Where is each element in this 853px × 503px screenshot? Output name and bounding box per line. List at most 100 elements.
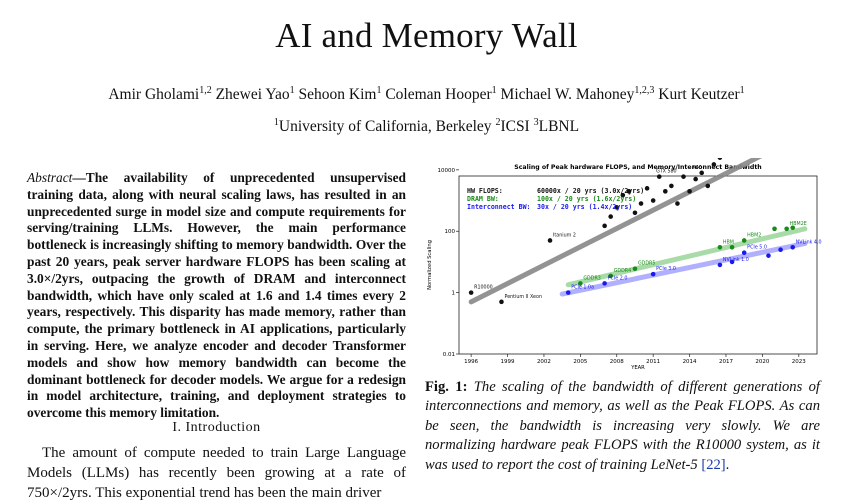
dram-bw-point-label: HBM2 — [747, 232, 761, 238]
x-tick-label: 1999 — [501, 359, 515, 365]
interconnect-bw-point — [717, 262, 723, 268]
figure-label: Fig. 1: — [425, 379, 468, 395]
affiliation-list: 1University of California, Berkeley 2ICS… — [0, 117, 853, 136]
hw-flops-point — [620, 192, 626, 198]
dram-bw-point-label: HBM — [723, 239, 734, 245]
dram-bw-point — [784, 226, 789, 232]
legend-label: HW FLOPS: — [467, 187, 503, 195]
hw-flops-point — [705, 183, 711, 189]
dram-bw-point-label: GDDR3 — [583, 275, 601, 281]
interconnect-bw-point — [565, 290, 571, 295]
dram-bw-point-label: GDDR5 — [638, 261, 656, 267]
caption-text: The scaling of the bandwidth of differen… — [425, 379, 820, 473]
scaling-chart: Scaling of Peak hardware FLOPS, and Memo… — [427, 158, 822, 370]
x-tick-label: 2014 — [683, 359, 697, 365]
hw-flops-point — [656, 174, 662, 179]
legend-text: 30x / 20 yrs (1.4x/2yrs) — [537, 203, 632, 211]
hw-flops-point — [499, 299, 504, 305]
figure-caption: Fig. 1: The scaling of the bandwidth of … — [425, 378, 820, 475]
interconnect-bw-trend-line — [559, 240, 808, 297]
author-name: Coleman Hooper1 — [385, 85, 497, 104]
author-name: Zhewei Yao1 — [215, 85, 295, 104]
legend-label: Interconnect BW: — [467, 203, 531, 211]
y-tick-label: 100 — [445, 229, 456, 235]
abstract-dash: — — [72, 170, 86, 185]
author-name: Kurt Keutzer1 — [658, 85, 745, 104]
interconnect-bw-point-label: NVLink 4.0 — [796, 239, 822, 245]
y-tick-label: 1 — [452, 291, 456, 297]
hw-flops-point — [614, 205, 620, 210]
interconnect-bw-point — [790, 244, 796, 250]
hw-flops-point — [699, 170, 705, 176]
x-tick-label: 2008 — [610, 359, 624, 365]
hw-flops-point — [638, 201, 644, 206]
hw-flops-trend-line — [468, 158, 763, 305]
abstract-label: Abstract — [27, 170, 73, 185]
affiliation: 3LBNL — [533, 117, 580, 136]
interconnect-bw-point — [766, 253, 771, 258]
author-affiliation-mark: 1,2,3 — [634, 85, 655, 96]
hw-flops-point — [632, 210, 638, 216]
interconnect-bw-point-label: PCIe 3.0 — [656, 266, 676, 272]
hw-flops-point — [547, 238, 553, 243]
interconnect-bw-point-label: PCIe 5.0 — [747, 245, 767, 251]
hw-flops-point — [669, 183, 674, 189]
dram-bw-point-label: HBM2E — [790, 221, 807, 227]
hw-flops-point — [675, 201, 680, 206]
x-tick-label: 2020 — [755, 359, 769, 365]
author-affiliation-mark: 1,2 — [199, 85, 212, 96]
hw-flops-point — [663, 189, 668, 194]
caption-reference-link[interactable]: [22] — [701, 456, 726, 473]
legend-text: 100x / 20 yrs (1.6x/2yrs) — [537, 195, 636, 203]
chart-title: Scaling of Peak hardware FLOPS, and Memo… — [514, 164, 761, 171]
author-affiliation-mark: 1 — [289, 85, 295, 96]
x-tick-label: 2011 — [646, 359, 660, 365]
legend-text: 60000x / 20 yrs (3.0x/2yrs) — [537, 187, 644, 195]
hw-flops-point-label: GTX 580 — [656, 169, 676, 175]
x-axis-label: YEAR — [630, 365, 645, 370]
intro-paragraph: The amount of compute needed to train La… — [27, 445, 406, 501]
hw-flops-point-label: Pentium II Xeon — [504, 294, 542, 300]
x-tick-label: 2005 — [573, 359, 587, 365]
y-tick-label: 10000 — [438, 168, 456, 174]
x-tick-label: 2023 — [792, 359, 806, 365]
hw-flops-point-label: Itanium 2 — [553, 232, 576, 238]
hw-flops-point — [608, 214, 613, 219]
hw-flops-point-label: K40 — [693, 165, 702, 171]
hw-flops-point — [717, 158, 723, 160]
dram-bw-point — [741, 238, 747, 243]
hw-flops-point-label: R10000 — [474, 285, 493, 291]
legend-label: DRAM BW: — [467, 195, 499, 203]
hw-flops-point — [711, 162, 717, 167]
y-axis-label: Normalized Scaling — [427, 240, 433, 290]
dram-bw-point — [632, 266, 638, 272]
author-name: Amir Gholami1,2 — [108, 85, 212, 104]
interconnect-bw-point-label: PCIe 2.0 — [608, 275, 628, 281]
hw-flops-point — [626, 189, 632, 194]
plot-frame — [458, 175, 818, 355]
dram-bw-point-label: GDDR4 — [614, 268, 632, 274]
interconnect-bw-point — [778, 247, 783, 253]
author-affiliation-mark: 1 — [376, 85, 382, 96]
hw-flops-point — [644, 186, 650, 191]
author-affiliation-mark: 1 — [739, 85, 745, 96]
author-affiliation-mark: 1 — [491, 85, 497, 96]
hw-flops-point — [693, 176, 698, 182]
y-tick-label: 0.01 — [443, 352, 455, 358]
affiliation: 2ICSI — [495, 117, 530, 136]
dram-bw-trend-line — [565, 226, 808, 288]
abstract: Abstract—The availability of unprecedent… — [27, 170, 406, 422]
dram-bw-point — [772, 226, 777, 232]
interconnect-bw-point-label: NVLink 1.0 — [723, 257, 749, 263]
interconnect-bw-point — [650, 271, 656, 277]
author-name: Michael W. Mahoney1,2,3 — [500, 85, 655, 104]
abstract-text: The availability of unprecedented unsupe… — [27, 170, 406, 421]
x-tick-label: 2002 — [537, 359, 551, 365]
hw-flops-point — [687, 189, 692, 194]
paper-title: AI and Memory Wall — [275, 16, 578, 55]
dram-bw-point — [717, 244, 723, 250]
interconnect-bw-point-label: PCIe 1.0a — [571, 285, 594, 291]
section-heading: I. Introduction — [172, 420, 261, 435]
hw-flops-point — [468, 290, 474, 295]
hw-flops-point — [650, 198, 656, 203]
